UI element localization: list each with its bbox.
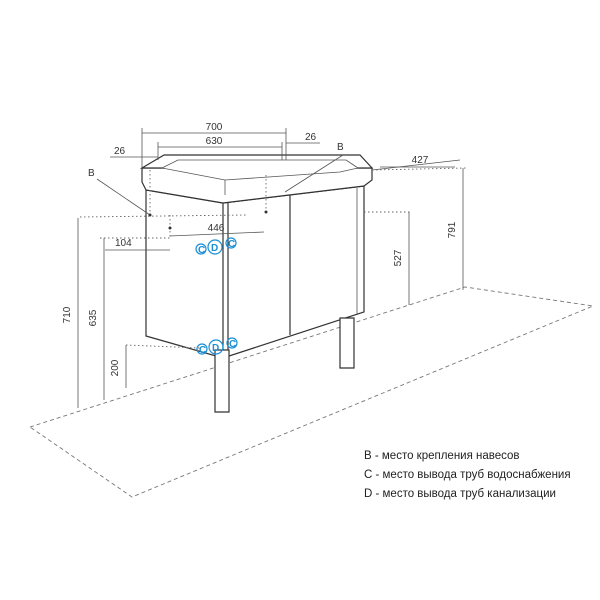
leg-front-right	[340, 318, 354, 368]
dim-26-right: 26	[305, 132, 317, 143]
marker-b-right: B	[337, 142, 344, 153]
dim-446: 446	[208, 223, 225, 234]
leg-front-left	[215, 350, 229, 412]
mount-point-right	[265, 211, 268, 214]
dim-200: 200	[110, 359, 121, 376]
marker-c-lower-left: C	[199, 345, 206, 356]
dim-427: 427	[412, 155, 429, 166]
mount-point-inner	[169, 227, 172, 230]
legend-c: C - место вывода труб водоснабжения	[364, 469, 571, 481]
dim-104: 104	[115, 238, 132, 249]
marker-d-lower: D	[212, 343, 219, 354]
dim-635: 635	[88, 309, 99, 326]
marker-b-left: B	[88, 168, 95, 179]
dim-26-left: 26	[114, 146, 126, 157]
cabinet-body	[146, 184, 364, 358]
legend-b: B - место крепления навесов	[364, 450, 520, 462]
dim-700: 700	[206, 122, 223, 133]
dim-710: 710	[62, 306, 73, 323]
marker-c-lower-right: C	[229, 339, 236, 350]
legend-d: D - место вывода труб канализации	[364, 488, 556, 500]
dim-791: 791	[447, 221, 458, 238]
marker-c-upper-right: C	[228, 239, 235, 250]
dim-630: 630	[206, 136, 223, 147]
marker-d-upper: D	[211, 243, 218, 254]
dim-527: 527	[393, 249, 404, 266]
leader-b-left	[97, 179, 150, 215]
marker-c-upper-left: C	[198, 245, 205, 256]
